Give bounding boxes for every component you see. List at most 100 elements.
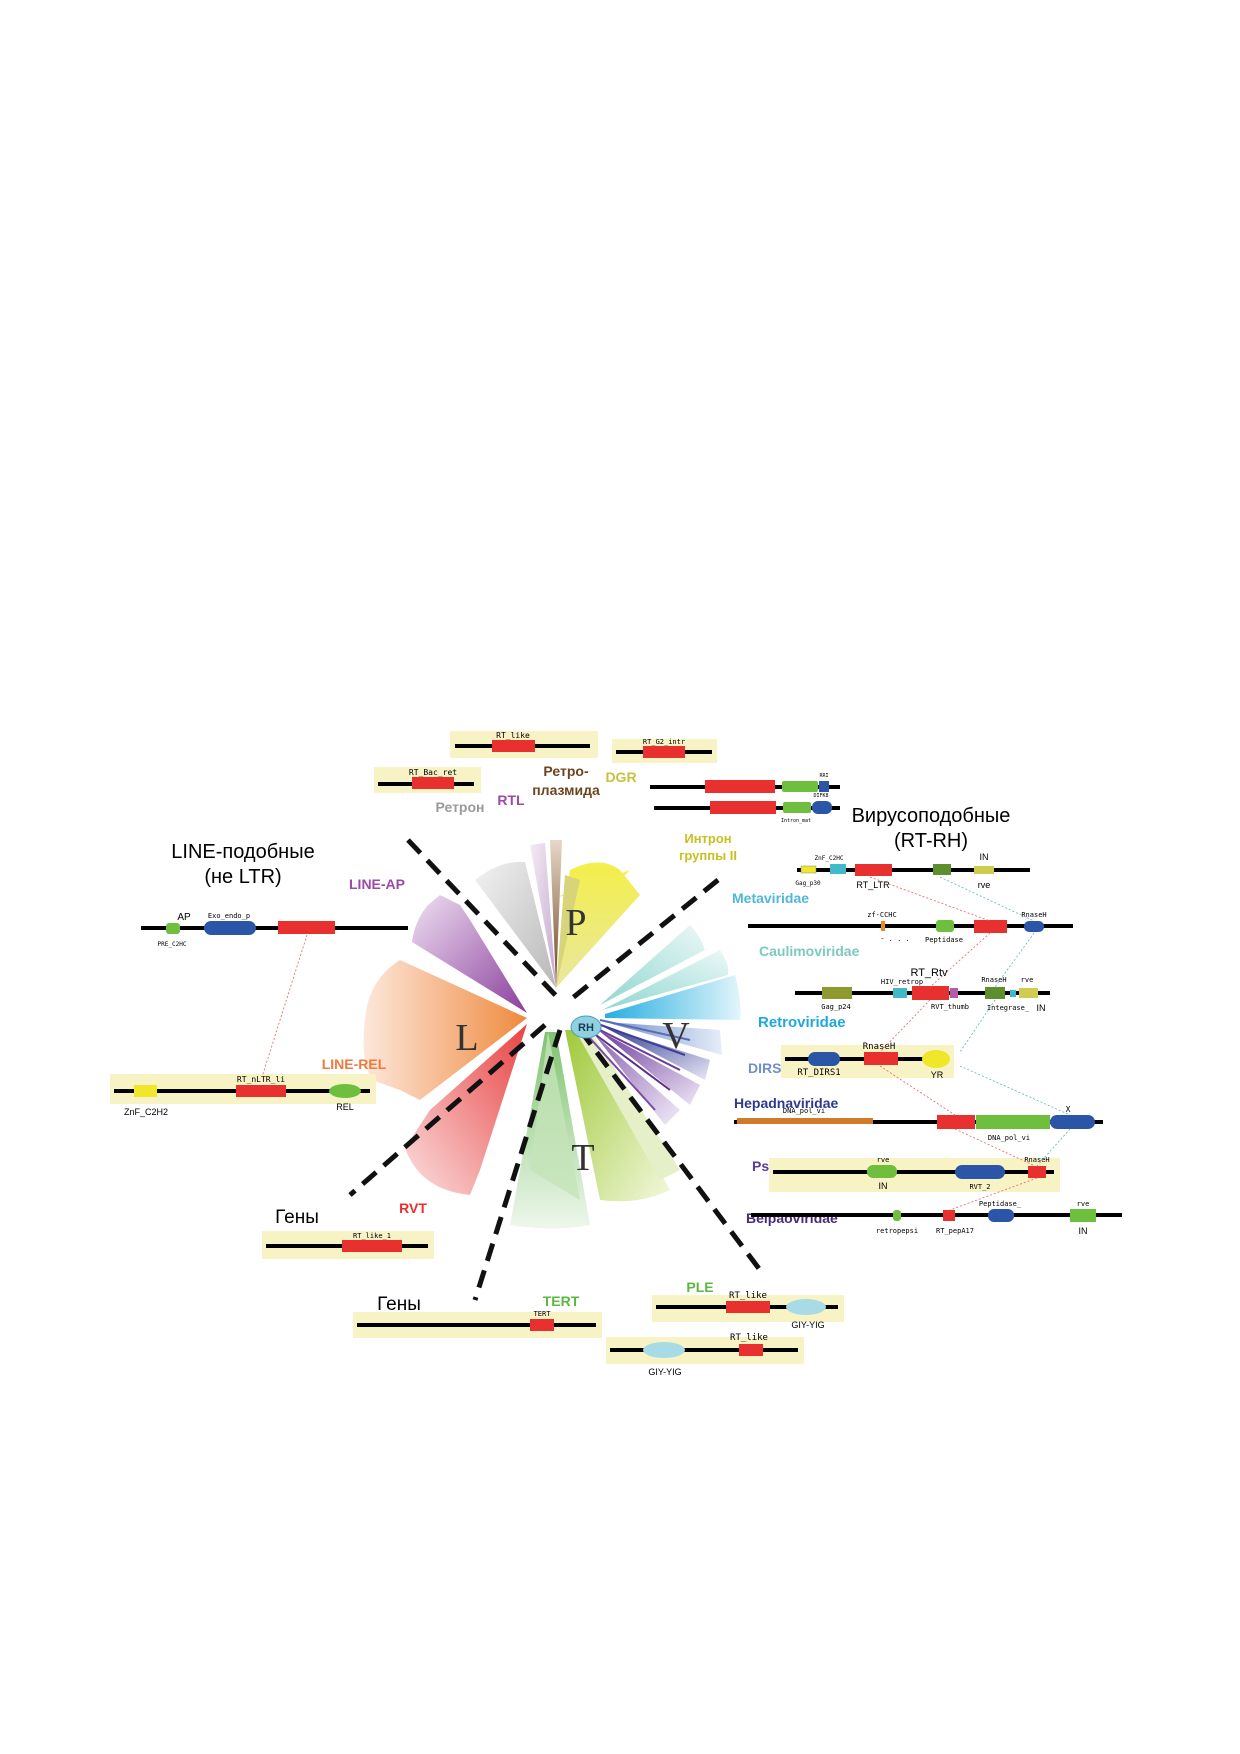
map-pseudo-rt (1028, 1166, 1046, 1178)
label-metaviridae: Metaviridae (732, 890, 809, 906)
map-belpao-in-label: IN (1079, 1226, 1088, 1236)
map-dirs-rt (864, 1052, 898, 1065)
map-hepa-orange (737, 1118, 873, 1124)
label-ple: PLE (686, 1279, 713, 1295)
map-rtbac-label: RT_Bac_ret (409, 768, 457, 777)
label-rtl: RTL (497, 792, 525, 808)
map-belpao-rve (1070, 1209, 1096, 1222)
map-lineap-rt (278, 921, 335, 934)
map-belpao-retropepsi-label: retropepsi (876, 1227, 918, 1235)
map-hepa-dna2-label: DNA_pol_vi (988, 1134, 1030, 1142)
map-retro-hiv-label: HIV_retrop (881, 978, 923, 986)
map-belpao-rt (943, 1210, 955, 1221)
map-ple2-giy-label: GIY-YIG (648, 1367, 681, 1377)
map-meta-rve (974, 866, 994, 874)
map-rvt-rt (342, 1240, 402, 1252)
sector-belpaoviridae (594, 1034, 680, 1125)
map-pseudo-bg (769, 1158, 1060, 1192)
map-linerel-rt-label: RT_nLTR_li (237, 1075, 285, 1084)
map-meta-in-label: IN (980, 852, 989, 862)
map-dirs-blue (808, 1052, 840, 1066)
map-pseudo-rve-label: rve (877, 1156, 890, 1164)
map-meta-rve-label: rve (978, 880, 991, 890)
map-retro-rve-label: rve (1021, 976, 1034, 984)
map-belpao-peptidase-label: Peptidase_ (979, 1200, 1022, 1208)
map-rvt-rt-label: RT_like_1 (353, 1232, 391, 1240)
map-lineap-exo-label: Exo_endo_p (208, 912, 250, 920)
map-dgr2-small-label: DIFK8 (813, 793, 828, 799)
map-hepa-x-label: X (1066, 1105, 1071, 1114)
map-lineap-exo (204, 921, 256, 935)
map-meta-znf (830, 864, 846, 874)
map-meta-gag (800, 865, 817, 874)
map-dgr2-green (783, 802, 811, 813)
map-rtbac-rt (412, 777, 454, 789)
label-line-ap: LINE-AP (349, 876, 405, 892)
map-linerel-rel (329, 1084, 361, 1098)
sector-pseudoviridae (598, 1030, 700, 1105)
map-hepa-dna1-label: DNA_pol_vi (783, 1107, 825, 1115)
label-line-like-sub: (не LTR) (204, 866, 281, 888)
map-pseudo-blue (955, 1165, 1005, 1179)
sector-ple (565, 1030, 670, 1202)
sector-dirs (605, 1022, 722, 1055)
dashed-separators (348, 838, 762, 1301)
sector-p-wedge-main (556, 862, 640, 988)
map-dgr1-small-label: RRI (819, 773, 828, 779)
map-dirs-rt-label: RT_DIRS1 (797, 1068, 840, 1078)
sector-letter-l: L (455, 1017, 478, 1059)
connector-lines (261, 876, 1071, 1211)
map-meta-gag-label: Gag_p30 (795, 880, 821, 887)
map-linerel-rt (236, 1085, 286, 1097)
gene-maps: RT_like RT_G2_intr RT_Bac_ret RRI DIFK8 … (110, 731, 1122, 1377)
label-tert: TERT (543, 1293, 580, 1309)
sector-retroviridae (605, 975, 741, 1020)
label-intron: Интрон (684, 831, 731, 846)
sector-letter-p: P (565, 902, 586, 944)
map-retro-rt (912, 986, 949, 1000)
sector-tert-wedge (530, 1032, 580, 1200)
map-caul-rt (974, 920, 1007, 933)
label-virus-like-sub: (RT-RH) (894, 830, 968, 852)
map-caul-rnaseh (1024, 921, 1044, 932)
map-ple2-giy (643, 1342, 685, 1358)
map-ple1-rt (726, 1301, 770, 1313)
map-retro-rve (1019, 988, 1038, 998)
label-retron: Ретрон (435, 799, 484, 815)
map-intron-mat-label: Intron_mat (781, 818, 811, 824)
map-retro-rnaseh-label: RnaseH (981, 976, 1006, 984)
map-retro-hiv (893, 988, 907, 998)
map-hepa-blue (1050, 1115, 1095, 1129)
map-rtg2-rt (643, 746, 685, 758)
map-rtlike-top-rt (492, 740, 535, 752)
map-meta-rt (855, 864, 892, 876)
label-dgr: DGR (605, 769, 636, 785)
map-ple1-giy-label: GIY-YIG (791, 1320, 824, 1330)
label-line-rel: LINE-REL (322, 1056, 387, 1072)
v-region-rays (587, 1019, 691, 1111)
map-retro-gag-label: Gag_p24 (821, 1003, 851, 1011)
sector-caulimoviridae (602, 950, 729, 1010)
label-retroplasmid: Ретро- (543, 763, 589, 779)
map-tert-rt (530, 1319, 554, 1331)
sector-metaviridae (600, 925, 705, 1005)
map-belpao-green-small (893, 1210, 901, 1221)
map-retro-integrase-label: Integrase_ (987, 1004, 1030, 1012)
sector-letter-v: V (662, 1015, 690, 1057)
map-meta-znf-label: ZnF_C2HC (815, 855, 844, 862)
map-retro-thumb-label: RVT_thumb (931, 1003, 969, 1011)
map-ple2-rt (739, 1344, 763, 1356)
map-lineap-ap-label: AP (177, 912, 191, 923)
map-caul-rnaseh-label: RnaseH (1021, 911, 1046, 919)
map-retro-rnaseh (985, 987, 1005, 999)
label-genes-1: Гены (275, 1207, 319, 1228)
map-dgr1-green (782, 781, 818, 792)
label-hepadnaviridae: Hepadnaviridae (734, 1095, 838, 1111)
map-meta-green (933, 864, 951, 875)
label-genes-2: Гены (377, 1294, 421, 1315)
map-tert-label: TERT (534, 1310, 552, 1318)
label-virus-like: Вирусоподобные (852, 805, 1011, 827)
map-belpao-blue (988, 1209, 1014, 1222)
map-retro-thumb (950, 988, 958, 998)
